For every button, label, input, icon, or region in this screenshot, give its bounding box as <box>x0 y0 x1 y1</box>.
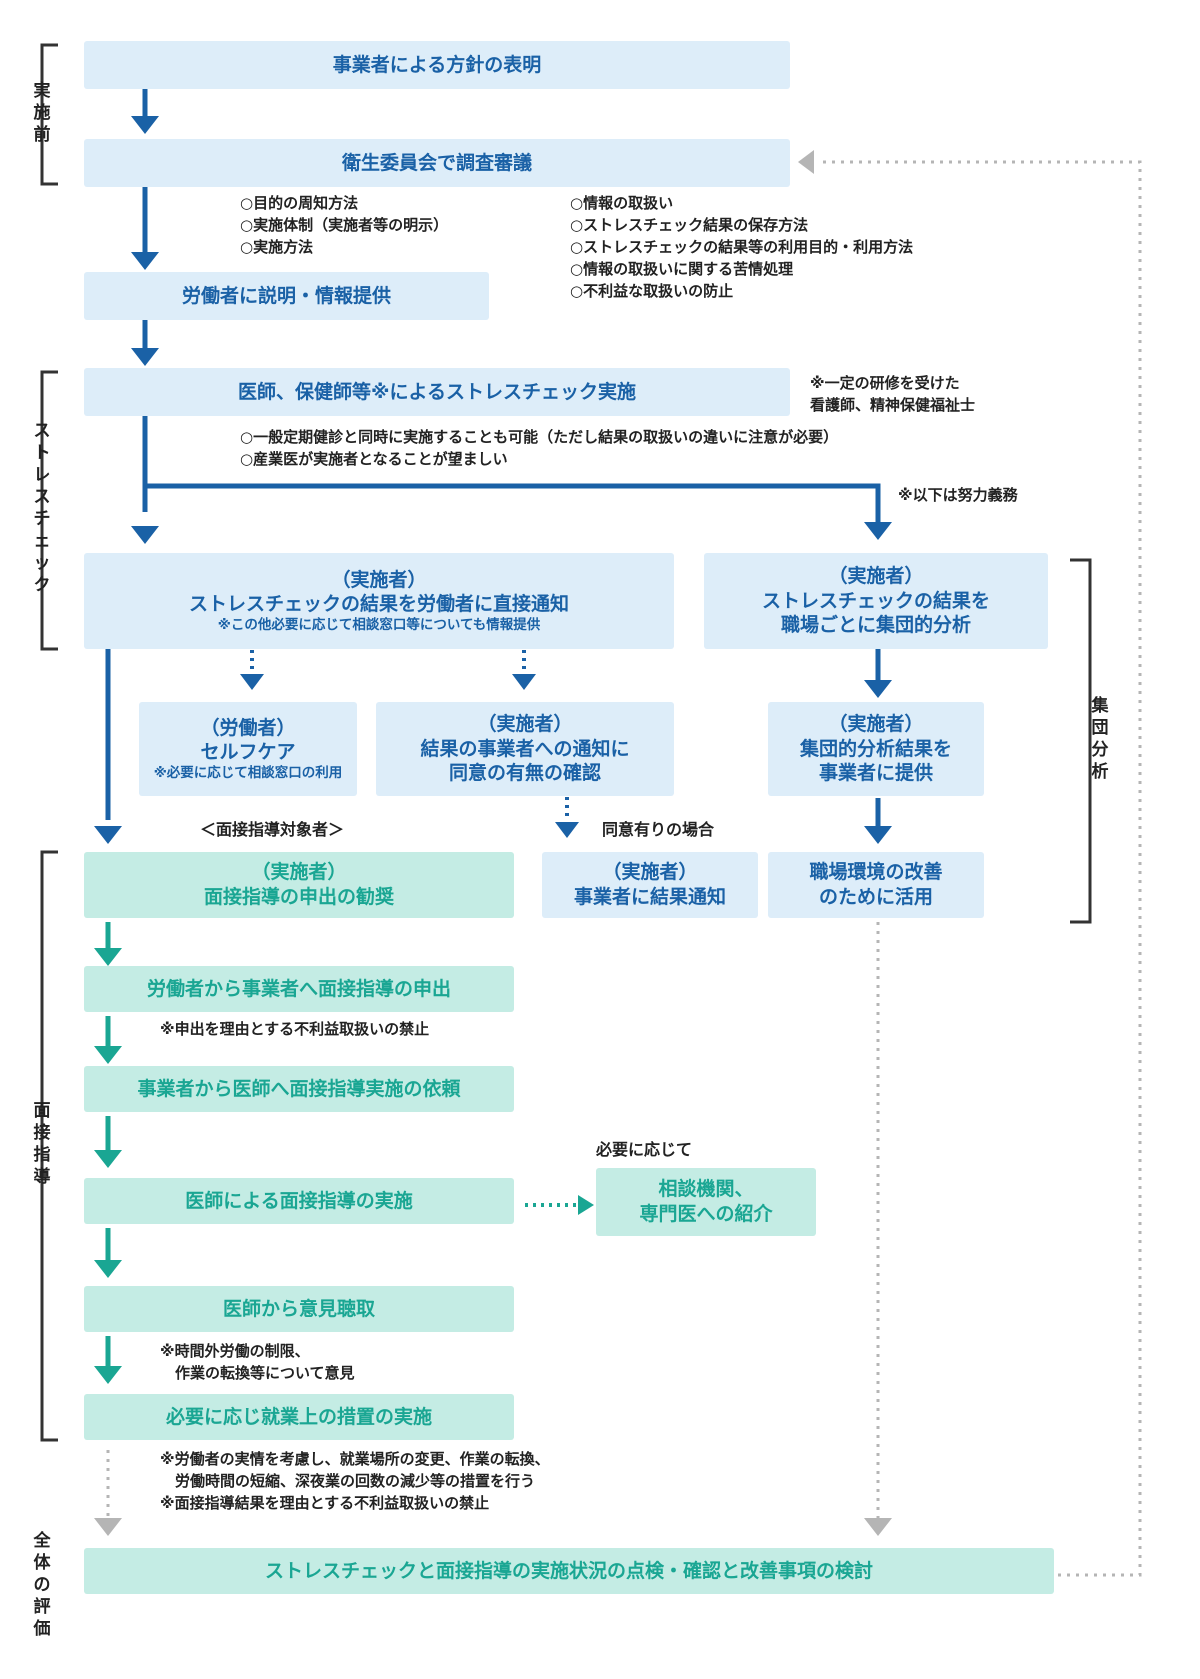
provide-box: （実施者） 集団的分析結果を 事業者に提供 <box>768 702 984 796</box>
conduct-box: 医師による面接指導の実施 <box>84 1178 514 1224</box>
notify-sub: ※この他必要に応じて相談窓口等についても情報提供 <box>217 616 541 633</box>
consent-line1: 結果の事業者への通知に <box>420 737 630 760</box>
improve-box: 職場環境の改善 のために活用 <box>768 852 984 918</box>
analysis-line1: ストレスチェックの結果を <box>761 589 990 612</box>
phase-label-group: 集団分析 <box>1091 696 1109 782</box>
selfcare-role: （労働者） <box>200 716 296 739</box>
committee-label: 衛生委員会で調査審議 <box>341 151 532 174</box>
notify-main: ストレスチェックの結果を労働者に直接通知 <box>188 593 569 616</box>
effort-note: ※以下は努力義務 <box>898 486 1018 504</box>
blue-arrows <box>105 88 881 830</box>
result-role: （実施者） <box>602 861 698 884</box>
opinion-label: 医師から意見聴取 <box>222 1297 375 1320</box>
consent-line2: 同意の有無の確認 <box>448 762 601 785</box>
explain-box: 労働者に説明・情報提供 <box>84 272 489 320</box>
provide-role: （実施者） <box>828 712 924 735</box>
consent-given-label: 同意有りの場合 <box>602 820 715 839</box>
phase-label-stress: ストレスチェック <box>33 421 51 595</box>
check-box: 医師、保健師等※によるストレスチェック実施 <box>84 368 790 416</box>
phase-label-overall: 全体の評価 <box>33 1531 51 1639</box>
committee-notes-right: ○情報の取扱い ○ストレスチェック結果の保存方法 ○ストレスチェックの結果等の利… <box>570 194 914 300</box>
phase-label-interview: 面接指導 <box>33 1101 51 1187</box>
result-box: （実施者） 事業者に結果通知 <box>542 852 758 918</box>
measures-note: ※労働者の実情を考慮し、就業場所の変更、作業の転換、 労働時間の短縮、深夜業の回… <box>160 1450 550 1512</box>
improve-line2: のために活用 <box>818 886 933 908</box>
measures-label: 必要に応じ就業上の措置の実施 <box>165 1405 432 1428</box>
selfcare-sub: ※必要に応じて相談窓口の利用 <box>153 764 343 781</box>
referral-box: 相談機関、 専門医への紹介 <box>596 1168 816 1236</box>
explain-label: 労働者に説明・情報提供 <box>181 284 391 307</box>
provide-line2: 事業者に提供 <box>818 762 933 785</box>
recommend-box: （実施者） 面接指導の申出の勧奨 <box>84 852 514 918</box>
request-box: 事業者から医師へ面接指導実施の依頼 <box>84 1066 514 1112</box>
recommend-role: （実施者） <box>251 861 347 884</box>
dotted-blue-arrows <box>250 650 569 820</box>
recommend-main: 面接指導の申出の勧奨 <box>203 886 394 908</box>
consent-box: （実施者） 結果の事業者への通知に 同意の有無の確認 <box>376 702 674 796</box>
apply-box: 労働者から事業者へ面接指導の申出 <box>84 966 514 1012</box>
check-label: 医師、保健師等※によるストレスチェック実施 <box>238 380 636 403</box>
referral-line1: 相談機関、 <box>658 1178 754 1201</box>
target-label: ＜面接指導対象者＞ <box>200 820 345 839</box>
selfcare-main: セルフケア <box>200 741 296 764</box>
apply-note: ※申出を理由とする不利益取扱いの禁止 <box>160 1020 430 1038</box>
dotted-gray-connectors <box>106 160 1142 1577</box>
policy-label: 事業者による方針の表明 <box>332 53 542 76</box>
committee-box: 衛生委員会で調査審議 <box>84 139 790 187</box>
result-main: 事業者に結果通知 <box>573 886 726 908</box>
apply-label: 労働者から事業者へ面接指導の申出 <box>146 977 451 1000</box>
check-footnote: ※一定の研修を受けた 看護師、精神保健福祉士 <box>810 374 976 414</box>
improve-line1: 職場環境の改善 <box>809 861 943 884</box>
analysis-line2: 職場ごとに集団的分析 <box>780 614 971 637</box>
request-label: 事業者から医師へ面接指導実施の依頼 <box>137 1077 461 1100</box>
as-needed-label: 必要に応じて <box>596 1140 693 1159</box>
phase-brackets <box>40 43 1092 1442</box>
opinion-box: 医師から意見聴取 <box>84 1286 514 1332</box>
notify-box: （実施者） ストレスチェックの結果を労働者に直接通知 ※この他必要に応じて相談窓… <box>84 553 674 649</box>
conduct-label: 医師による面接指導の実施 <box>185 1189 413 1212</box>
selfcare-box: （労働者） セルフケア ※必要に応じて相談窓口の利用 <box>139 702 357 796</box>
blue-arrowheads <box>94 116 892 844</box>
analysis-box: （実施者） ストレスチェックの結果を 職場ごとに集団的分析 <box>704 553 1048 649</box>
consent-role: （実施者） <box>477 712 573 735</box>
notify-role: （実施者） <box>331 568 427 591</box>
phase-label-pre: 実施前 <box>33 81 51 145</box>
committee-notes-left: ○目的の周知方法 ○実施体制（実施者等の明示） ○実施方法 <box>240 194 449 256</box>
measures-box: 必要に応じ就業上の措置の実施 <box>84 1394 514 1440</box>
referral-line2: 専門医への紹介 <box>639 1203 773 1225</box>
analysis-role: （実施者） <box>828 564 924 587</box>
opinion-note: ※時間外労働の制限、 作業の転換等について意見 <box>160 1342 355 1382</box>
provide-line1: 集団的分析結果を <box>799 737 952 760</box>
evaluation-label: ストレスチェックと面接指導の実施状況の点検・確認と改善事項の検討 <box>264 1559 873 1582</box>
evaluation-box: ストレスチェックと面接指導の実施状況の点検・確認と改善事項の検討 <box>84 1548 1054 1594</box>
policy-box: 事業者による方針の表明 <box>84 41 790 89</box>
check-notes: ○一般定期健診と同時に実施することも可能（ただし結果の取扱いの違いに注意が必要）… <box>240 428 839 468</box>
